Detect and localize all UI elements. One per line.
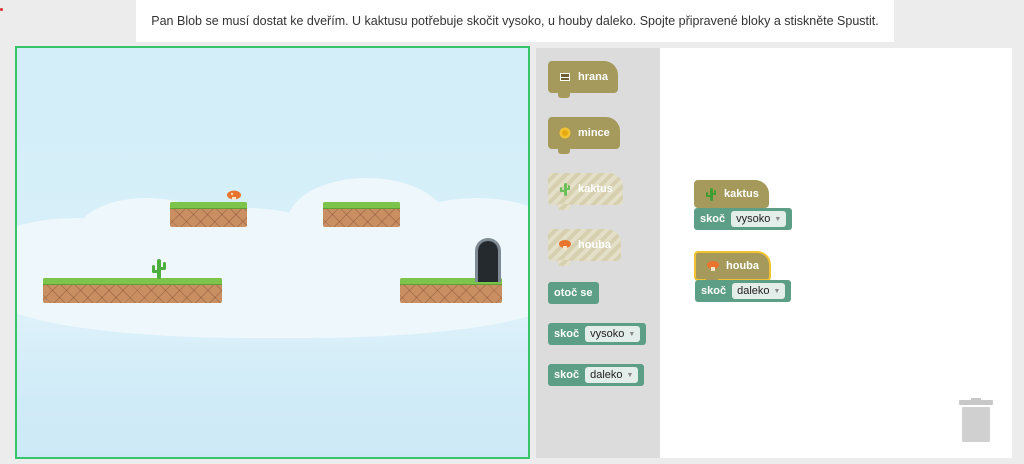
platform-lower-right xyxy=(400,278,502,303)
jump-dropdown[interactable]: vysoko▼ xyxy=(731,211,787,227)
task-instruction: Pan Blob se musí dostat ke dveřím. U kak… xyxy=(136,0,894,42)
block-label: hrana xyxy=(578,71,608,83)
cactus-icon xyxy=(560,183,570,196)
block-label: skoč xyxy=(554,328,580,340)
chevron-down-icon: ▼ xyxy=(626,371,634,379)
workspace-command-jump[interactable]: skoč daleko▼ xyxy=(695,280,792,302)
block-label: houba xyxy=(726,260,759,272)
chevron-down-icon: ▼ xyxy=(773,287,781,295)
jump-dropdown[interactable]: vysoko▼ xyxy=(585,326,641,342)
cactus-icon xyxy=(706,188,716,201)
toolbox-block-kaktus: kaktus xyxy=(548,173,623,210)
mushroom-icon xyxy=(559,240,571,250)
workspace-event-kaktus[interactable]: kaktus xyxy=(694,180,769,213)
platform-upper-left xyxy=(170,202,247,227)
workspace-event-houba[interactable]: houba xyxy=(694,251,771,284)
cactus-icon xyxy=(152,259,166,279)
platform-upper-right xyxy=(323,202,400,227)
coin-icon xyxy=(559,127,571,139)
game-scene xyxy=(15,46,530,459)
mushroom-icon xyxy=(707,261,719,271)
trash-icon[interactable] xyxy=(959,398,993,442)
block-toolbox: hrana mince kaktus houba otoč se skoč vy… xyxy=(536,48,660,458)
block-label: skoč xyxy=(554,369,580,381)
mushroom-icon xyxy=(227,190,241,200)
block-label: houba xyxy=(578,239,611,251)
chevron-down-icon: ▼ xyxy=(628,330,636,338)
toolbox-block-houba: houba xyxy=(548,229,621,266)
workspace-command-jump[interactable]: skoč vysoko▼ xyxy=(694,208,793,230)
block-label: kaktus xyxy=(578,183,613,195)
chevron-down-icon: ▼ xyxy=(774,215,782,223)
toolbox-block-hrana[interactable]: hrana xyxy=(548,61,618,98)
toolbox-block-jump-high[interactable]: skoč vysoko▼ xyxy=(548,323,647,345)
toolbox-block-jump-far[interactable]: skoč daleko▼ xyxy=(548,364,645,386)
block-label: mince xyxy=(578,127,610,139)
block-workspace[interactable]: kaktus skoč vysoko▼ houba skoč daleko▼ xyxy=(660,48,1012,458)
block-label: skoč xyxy=(700,213,726,225)
block-label: kaktus xyxy=(724,188,759,200)
toolbox-block-mince[interactable]: mince xyxy=(548,117,620,154)
block-label: skoč xyxy=(701,285,727,297)
jump-dropdown[interactable]: daleko▼ xyxy=(732,283,786,299)
block-label: otoč se xyxy=(554,287,593,299)
toolbox-block-turn[interactable]: otoč se xyxy=(548,282,599,304)
red-dot xyxy=(0,8,3,11)
door xyxy=(475,238,501,282)
platform-lower-left xyxy=(43,278,222,303)
jump-dropdown[interactable]: daleko▼ xyxy=(585,367,639,383)
edge-icon xyxy=(560,73,570,81)
